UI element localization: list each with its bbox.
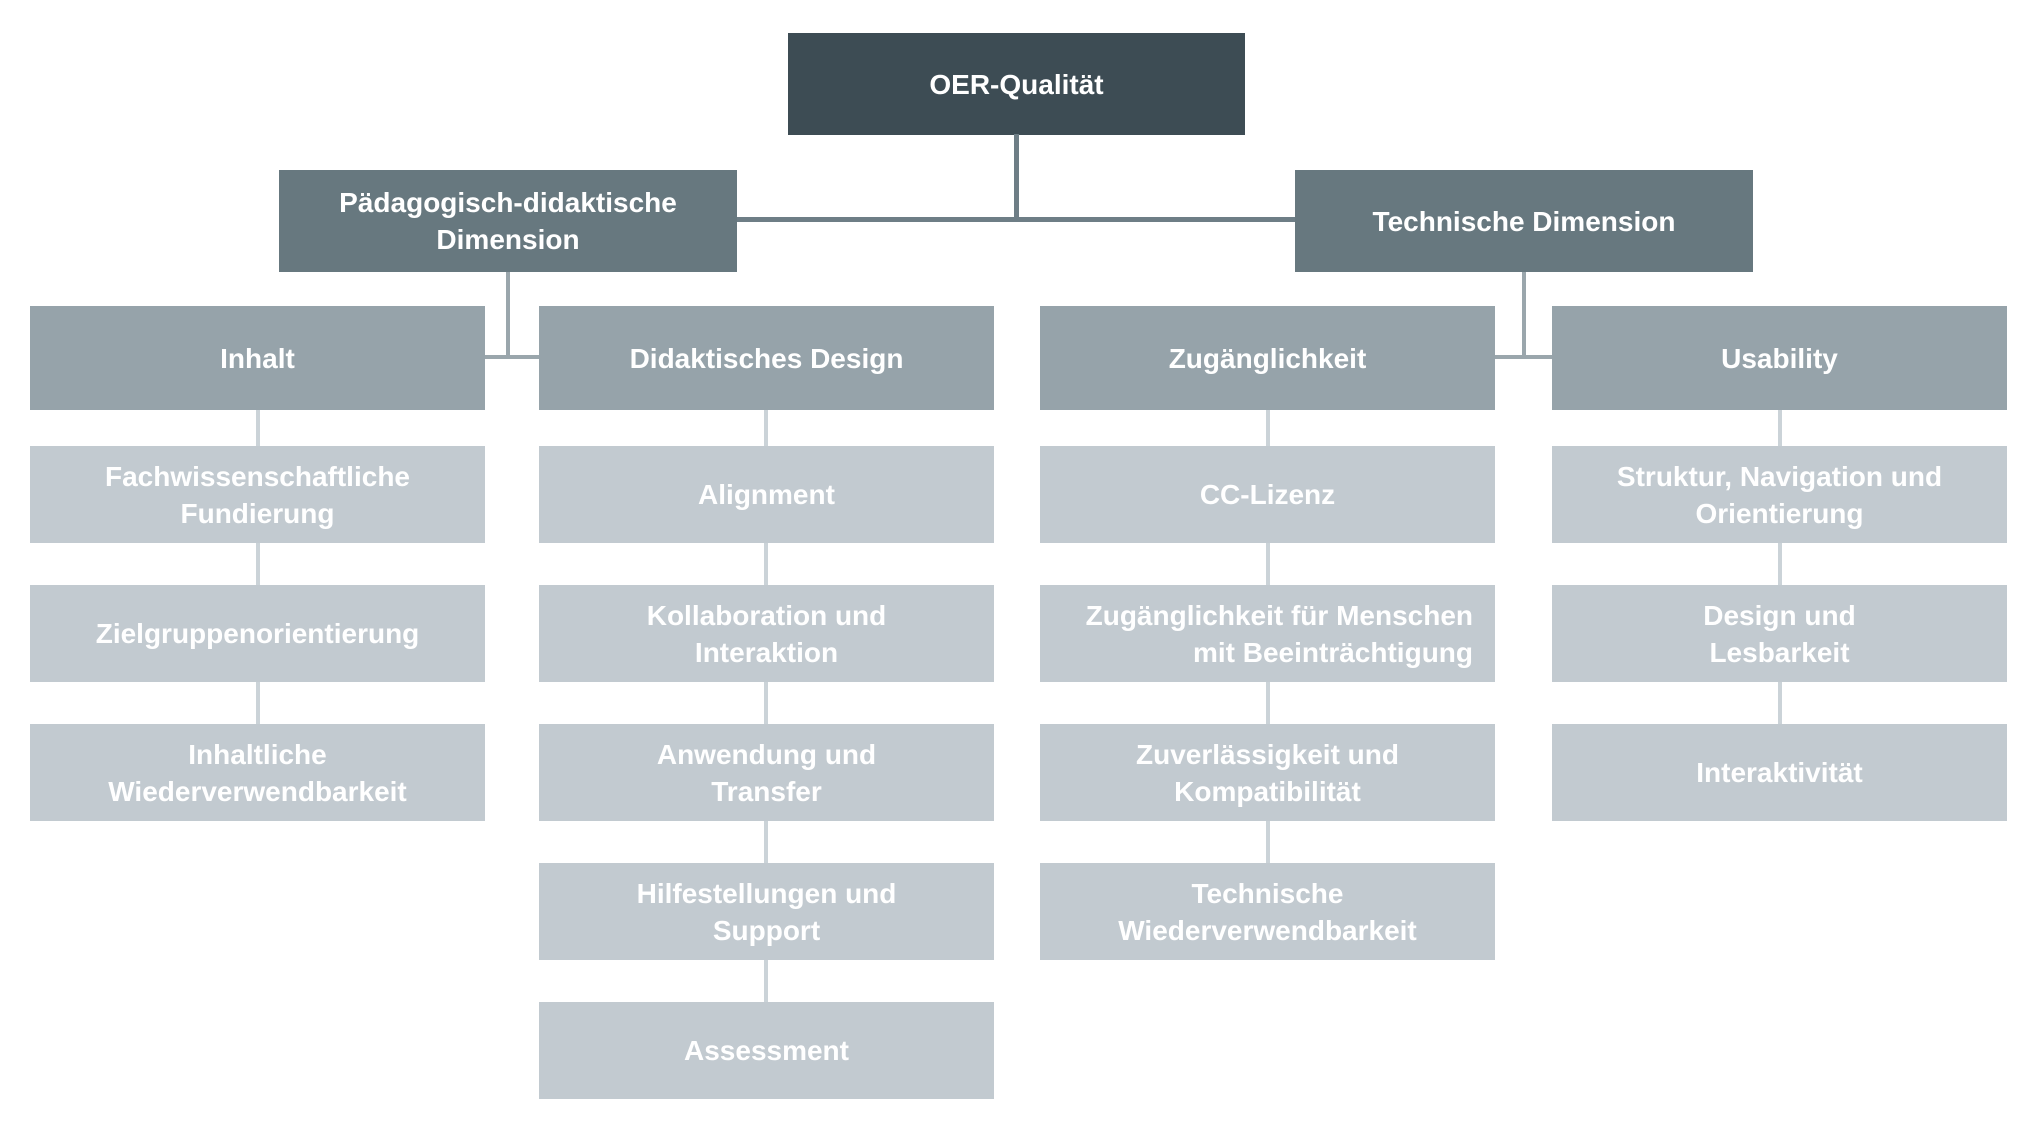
connector-zugaenglichkeit-1 [1266,410,1270,446]
item-node-struktur-navigation-orientierung: Struktur, Navigation und Orientierung [1552,446,2007,543]
item-node-kollaboration-und-interaktion: Kollaboration und Interaktion [539,585,994,682]
category-node-usability: Usability [1552,306,2007,410]
item-node-inhaltliche-wiederverwendbarkeit: Inhaltliche Wiederverwendbarkeit [30,724,485,821]
item-node-design-und-lesbarkeit: Design und Lesbarkeit [1552,585,2007,682]
connector-root-horizontal [737,217,1295,222]
item-node-zielgruppenorientierung: Zielgruppenorientierung [30,585,485,682]
item-node-interaktivitaet: Interaktivität [1552,724,2007,821]
item-node-alignment: Alignment [539,446,994,543]
dimension-node-technisch: Technische Dimension [1295,170,1753,272]
connector-didaktik-1 [764,410,768,446]
connector-usability-2 [1778,543,1782,585]
connector-technisch-horizontal [1495,355,1552,359]
category-node-inhalt: Inhalt [30,306,485,410]
item-node-technische-wiederverwendbarkeit: Technische Wiederverwendbarkeit [1040,863,1495,960]
root-node-oer-qualitaet: OER-Qualität [788,33,1245,135]
item-node-cc-lizenz: CC-Lizenz [1040,446,1495,543]
connector-zugaenglichkeit-2 [1266,543,1270,585]
connector-usability-1 [1778,410,1782,446]
category-node-zugaenglichkeit: Zugänglichkeit [1040,306,1495,410]
connector-didaktik-3 [764,682,768,724]
connector-root-vertical [1014,134,1019,222]
connector-didaktik-5 [764,960,768,1002]
connector-paedagogisch-horizontal [485,355,539,359]
connector-technisch-vertical [1522,272,1526,359]
item-node-zugaenglichkeit-fuer-menschen: Zugänglichkeit für Menschen mit Beeinträ… [1040,585,1495,682]
item-node-assessment: Assessment [539,1002,994,1099]
connector-inhalt-2 [256,543,260,585]
connector-didaktik-4 [764,821,768,863]
connector-didaktik-2 [764,543,768,585]
connector-zugaenglichkeit-3 [1266,682,1270,724]
connector-paedagogisch-vertical [506,272,510,359]
item-node-hilfestellungen-und-support: Hilfestellungen und Support [539,863,994,960]
item-node-zuverlaessigkeit-und-kompatibilitaet: Zuverlässigkeit und Kompatibilität [1040,724,1495,821]
connector-inhalt-1 [256,410,260,446]
connector-usability-3 [1778,682,1782,724]
dimension-node-paedagogisch-didaktisch: Pädagogisch-didaktische Dimension [279,170,737,272]
connector-zugaenglichkeit-4 [1266,821,1270,863]
item-node-fachwissenschaftliche-fundierung: Fachwissenschaftliche Fundierung [30,446,485,543]
connector-inhalt-3 [256,682,260,724]
category-node-didaktisches-design: Didaktisches Design [539,306,994,410]
item-node-anwendung-und-transfer: Anwendung und Transfer [539,724,994,821]
